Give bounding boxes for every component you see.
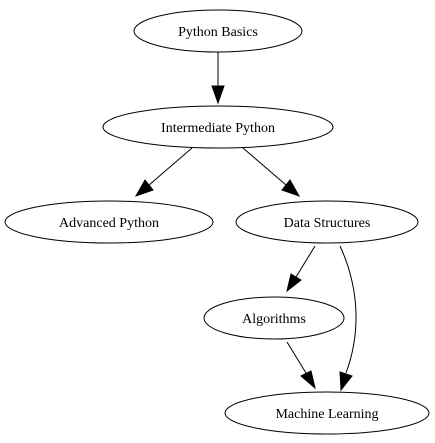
node-label: Intermediate Python	[161, 121, 275, 136]
edge-algorithms-to-machine-learning	[286, 341, 316, 390]
node-machine-learning: Machine Learning	[224, 391, 430, 435]
node-intermediate-python: Intermediate Python	[102, 105, 334, 149]
node-label: Algorithms	[242, 312, 306, 327]
node-label: Machine Learning	[275, 407, 378, 422]
edge-data-structures-to-algorithms	[286, 245, 316, 293]
edge-intermediate-python-to-advanced-python	[134, 147, 193, 197]
node-data-structures: Data Structures	[235, 200, 419, 244]
node-advanced-python: Advanced Python	[4, 200, 214, 244]
node-label: Data Structures	[284, 216, 371, 231]
node-python-basics: Python Basics	[133, 9, 303, 53]
edge-data-structures-to-machine-learning	[339, 245, 357, 392]
edge-intermediate-python-to-data-structures	[242, 147, 301, 197]
node-algorithms: Algorithms	[203, 296, 345, 340]
node-label: Advanced Python	[59, 216, 159, 231]
node-label: Python Basics	[178, 25, 258, 40]
edges	[134, 52, 357, 392]
edge-python-basics-to-intermediate-python	[211, 52, 225, 105]
